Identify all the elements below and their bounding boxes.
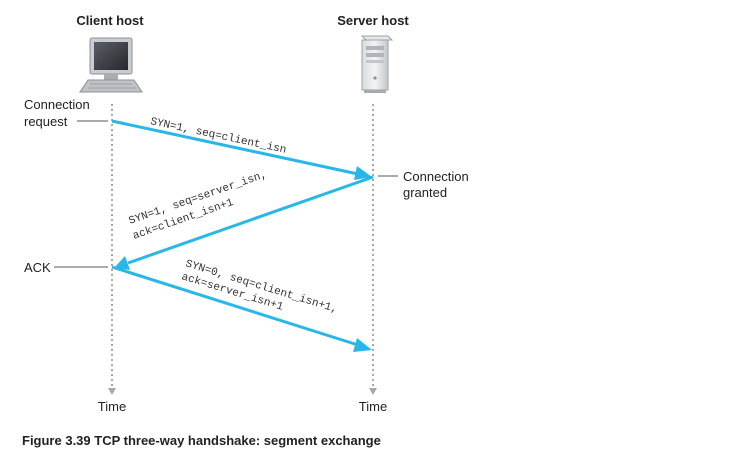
ack-segment-arrow [111,265,372,352]
figure-caption: Figure 3.39 TCP three-way handshake: seg… [22,433,381,448]
server-timeline [369,104,377,395]
syn-segment-label: SYN=1, seq=client_isn [149,116,287,157]
client-timeline [108,104,116,395]
synack-segment-arrow [114,175,374,270]
server-host-title: Server host [337,13,409,28]
connection-request-label-line1: Connection [24,97,90,112]
client-time-label: Time [98,399,126,414]
client-timeline-arrowhead [108,388,116,395]
server-time-label: Time [359,399,387,414]
connection-granted-label-line1: Connection [403,169,469,184]
syn-segment-arrow [111,119,372,180]
client-host-title: Client host [76,13,144,28]
desktop-computer-icon [79,37,143,93]
ack-label: ACK [24,260,51,275]
server-tower-icon [360,35,394,93]
connection-granted-label-line2: granted [403,185,447,200]
server-timeline-arrowhead [369,388,377,395]
connection-request-label-line2: request [24,114,68,129]
